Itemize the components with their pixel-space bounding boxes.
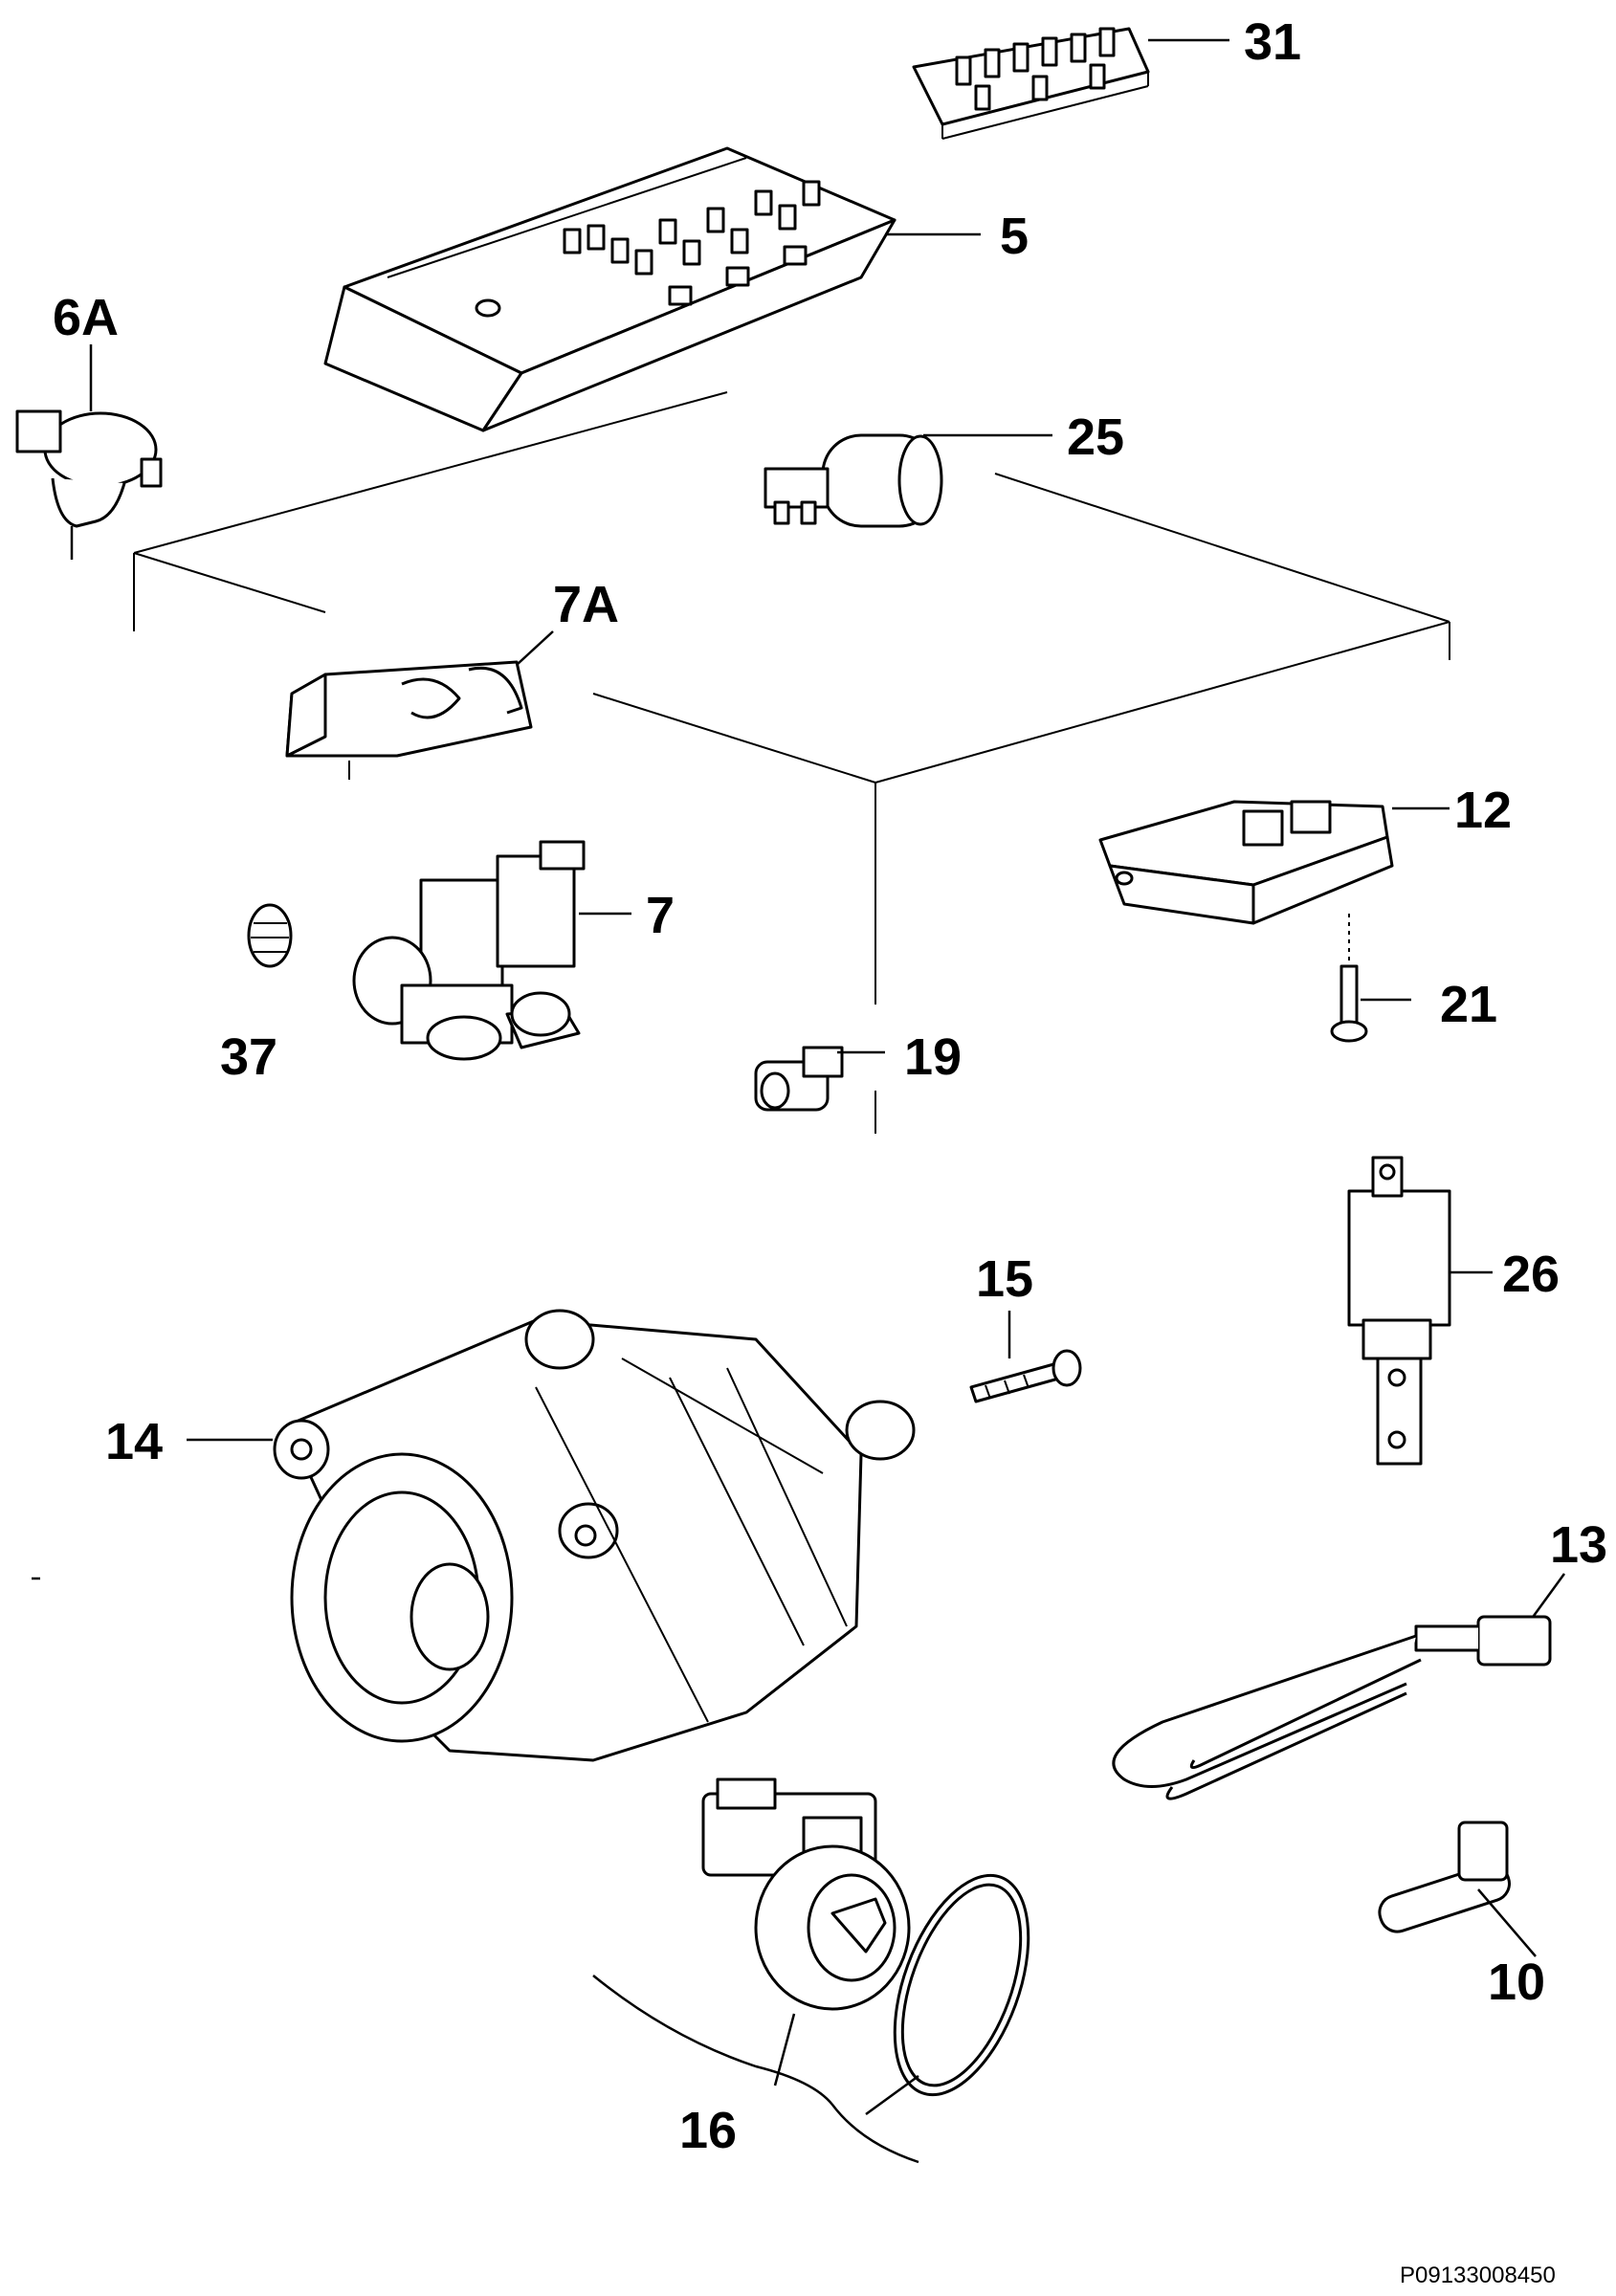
part-5-electronic-module [323, 146, 981, 432]
part-7a-bracket [285, 630, 554, 780]
label-5: 5 [1000, 208, 1029, 265]
label-25: 25 [1067, 408, 1124, 466]
label-14: 14 [105, 1413, 163, 1470]
label-19: 19 [904, 1028, 962, 1086]
label-13: 13 [1550, 1516, 1607, 1574]
label-10: 10 [1488, 1954, 1545, 2011]
label-15: 15 [976, 1250, 1033, 1308]
assembly-outline [133, 391, 1450, 1134]
label-16: 16 [679, 2102, 737, 2159]
label-6a: 6A [53, 289, 119, 346]
part-37-filter [247, 903, 293, 968]
part-31-connector-block [912, 27, 1229, 140]
label-37: 37 [220, 1028, 277, 1086]
module-components [475, 180, 821, 318]
part-25-capacitor [764, 433, 1052, 528]
part-26-sensor [1347, 1156, 1493, 1466]
part-15-screw [969, 1311, 1082, 1403]
label-26: 26 [1502, 1246, 1560, 1303]
part-19-clip [754, 1046, 885, 1112]
part-14-motor [187, 1309, 916, 1762]
label-21: 21 [1440, 976, 1497, 1033]
label-7a: 7A [553, 576, 619, 633]
part-12-door-lock [1098, 800, 1450, 925]
part-21-screw [1330, 914, 1411, 1043]
part-6a-pressure-switch [15, 344, 163, 560]
label-31: 31 [1244, 13, 1301, 71]
label-12: 12 [1454, 782, 1512, 839]
part-13-heating-element [1112, 1573, 1566, 1800]
document-id: P09133008450 [1400, 2263, 1556, 2288]
part-16-drain-pump [592, 1777, 1030, 2164]
label-7: 7 [646, 887, 675, 944]
part-7-inlet-valve [352, 840, 631, 1061]
part-10-ntc-sensor [1378, 1821, 1537, 1957]
